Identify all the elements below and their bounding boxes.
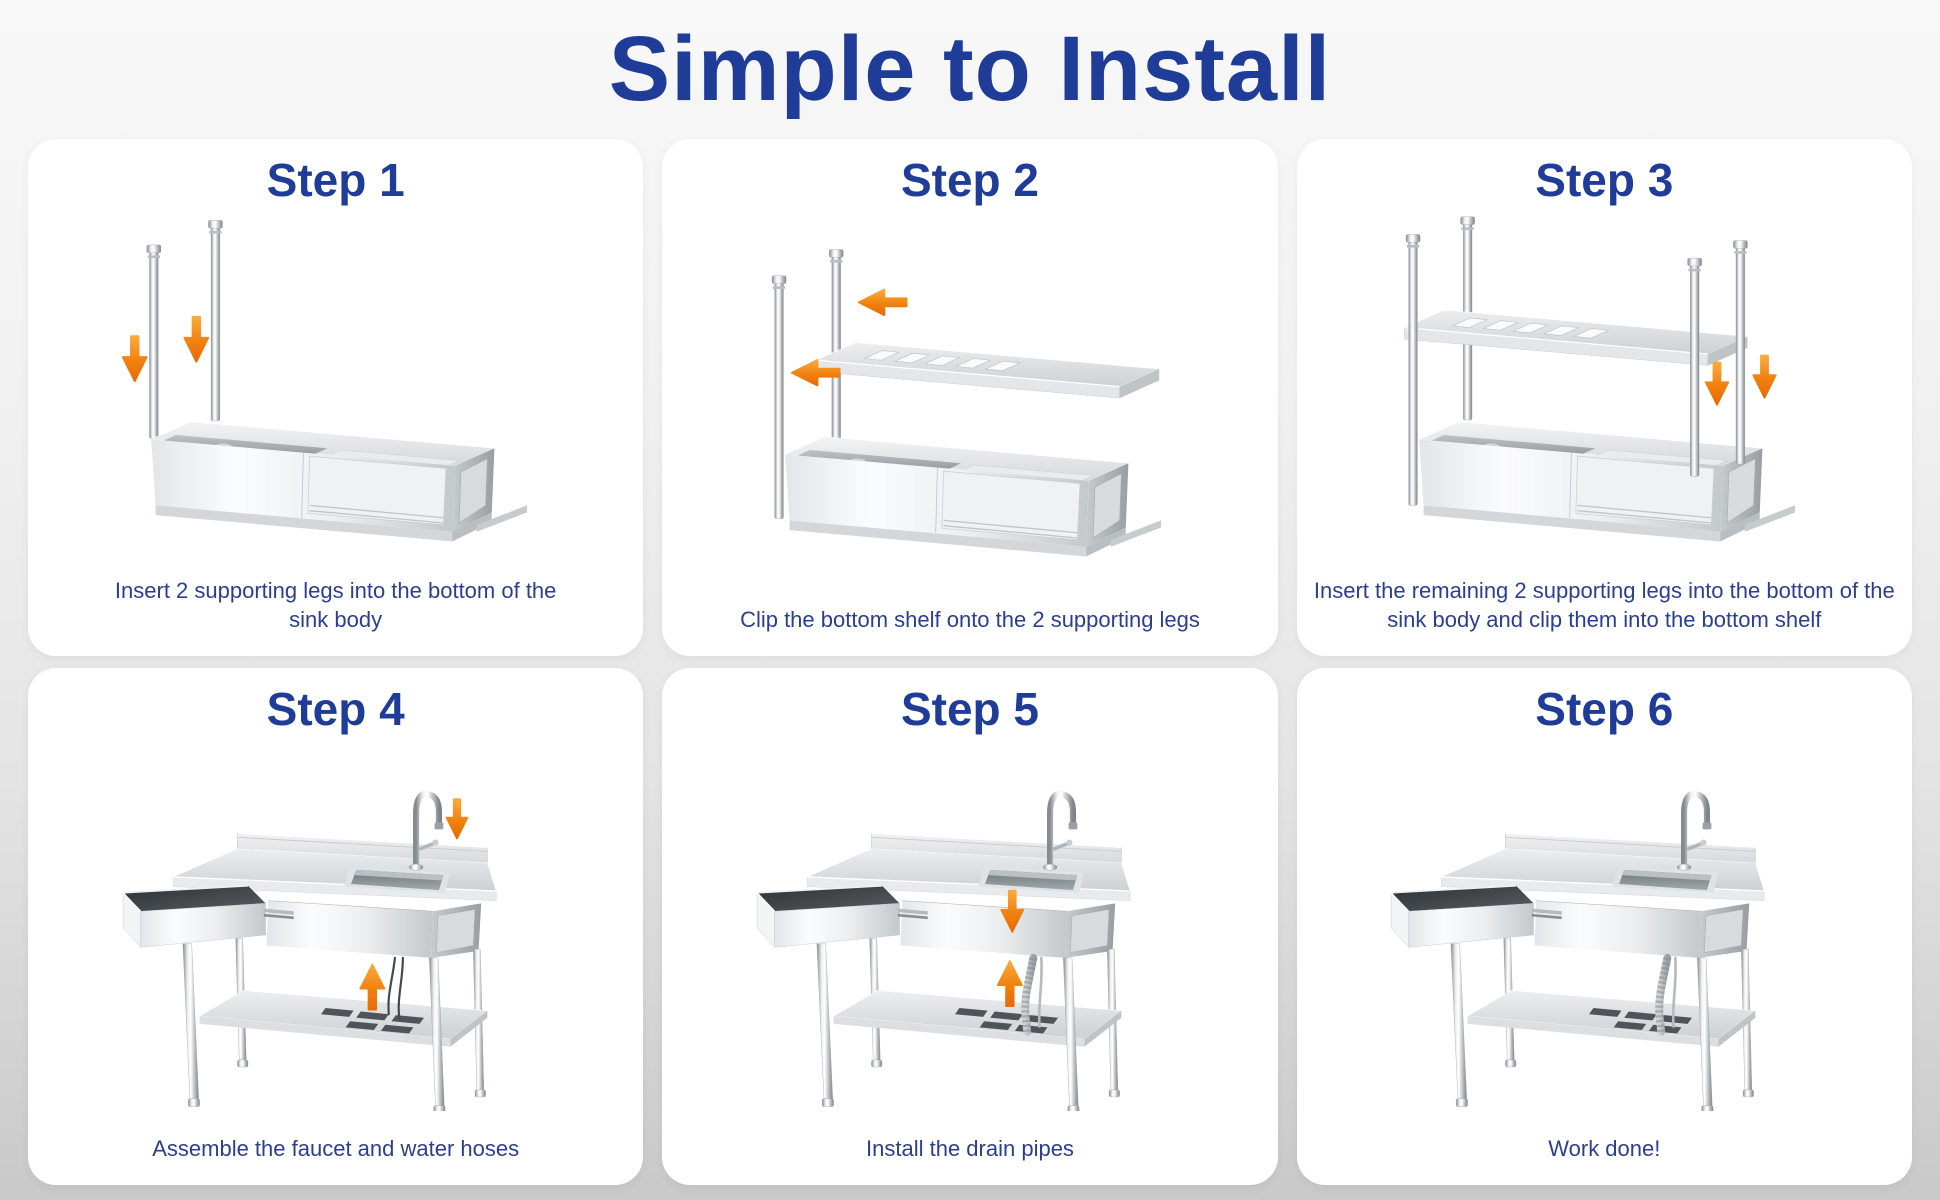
step-title: Step 2 xyxy=(900,154,1040,206)
step-1-illustration-area xyxy=(28,207,643,576)
step-title: Step 3 xyxy=(1535,154,1674,206)
sink-table xyxy=(757,794,1130,1111)
step-caption: Install the drain pipes xyxy=(866,1135,1074,1161)
step-6-illustration xyxy=(1334,759,1874,1111)
step-card-4: Step 4 Assemble the faucet and water hos… xyxy=(28,668,644,1185)
page-title: Simple to Install xyxy=(608,17,1332,120)
step-title: Step 4 xyxy=(266,683,405,735)
step-3-illustration xyxy=(1403,217,1796,543)
down-arrow-icon xyxy=(121,335,148,383)
step-2-illustration xyxy=(771,249,1162,558)
down-arrow-icon xyxy=(183,316,209,364)
step-card-6: Step 6 Work done! xyxy=(1296,668,1912,1185)
step-caption: Assemble the faucet and water hoses xyxy=(152,1135,520,1161)
step-title: Step 1 xyxy=(266,154,405,206)
step-caption: Clip the bottom shelf onto the 2 support… xyxy=(740,606,1200,632)
sink-body xyxy=(150,421,528,543)
left-arrow-icon xyxy=(857,288,908,316)
drain-pipe xyxy=(1655,953,1678,1036)
supporting-leg xyxy=(1733,240,1748,465)
down-arrow-icon xyxy=(1752,355,1777,400)
water-hoses xyxy=(387,956,404,1020)
sink-table xyxy=(1391,794,1764,1111)
step-title: Step 5 xyxy=(900,683,1040,735)
step-4-illustration xyxy=(66,759,606,1111)
down-arrow-icon xyxy=(1705,362,1730,407)
step-4-illustration-area xyxy=(28,736,643,1134)
step-title: Step 6 xyxy=(1535,683,1674,735)
step-1-illustration xyxy=(121,220,528,543)
step-card-3: Step 3 xyxy=(1296,139,1912,656)
drain-pipe xyxy=(1021,953,1043,1036)
sink-table xyxy=(123,794,496,1111)
supporting-leg xyxy=(1406,234,1421,507)
step-card-5: Step 5 Install the drain pipes xyxy=(662,668,1278,1185)
step-card-1: Step 1 Insert 2 supporting legs into the… xyxy=(28,139,644,656)
step-5-illustration-area xyxy=(662,736,1277,1134)
supporting-leg xyxy=(207,220,223,422)
steps-grid: Step 1 Insert 2 supporting legs into the… xyxy=(28,139,1912,1185)
step-6-illustration-area xyxy=(1297,736,1912,1134)
step-card-2: Step 2 Clip the bottom shelf onto xyxy=(662,139,1278,656)
supporting-leg xyxy=(771,275,787,519)
step-3-illustration-area xyxy=(1297,207,1912,576)
step-caption: Insert 2 supporting legs into the bottom… xyxy=(114,577,557,632)
step-2-illustration-area xyxy=(662,207,1277,605)
supporting-leg xyxy=(1687,258,1703,478)
step-5-illustration xyxy=(700,759,1240,1111)
supporting-leg xyxy=(146,245,161,440)
step-caption: Work done! xyxy=(1548,1135,1661,1161)
up-arrow-icon xyxy=(996,960,1023,1007)
bottom-shelf xyxy=(815,342,1160,399)
down-arrow-icon xyxy=(445,798,469,840)
sink-body xyxy=(784,436,1162,558)
step-caption: Insert the remaining 2 supporting legs i… xyxy=(1313,577,1895,632)
